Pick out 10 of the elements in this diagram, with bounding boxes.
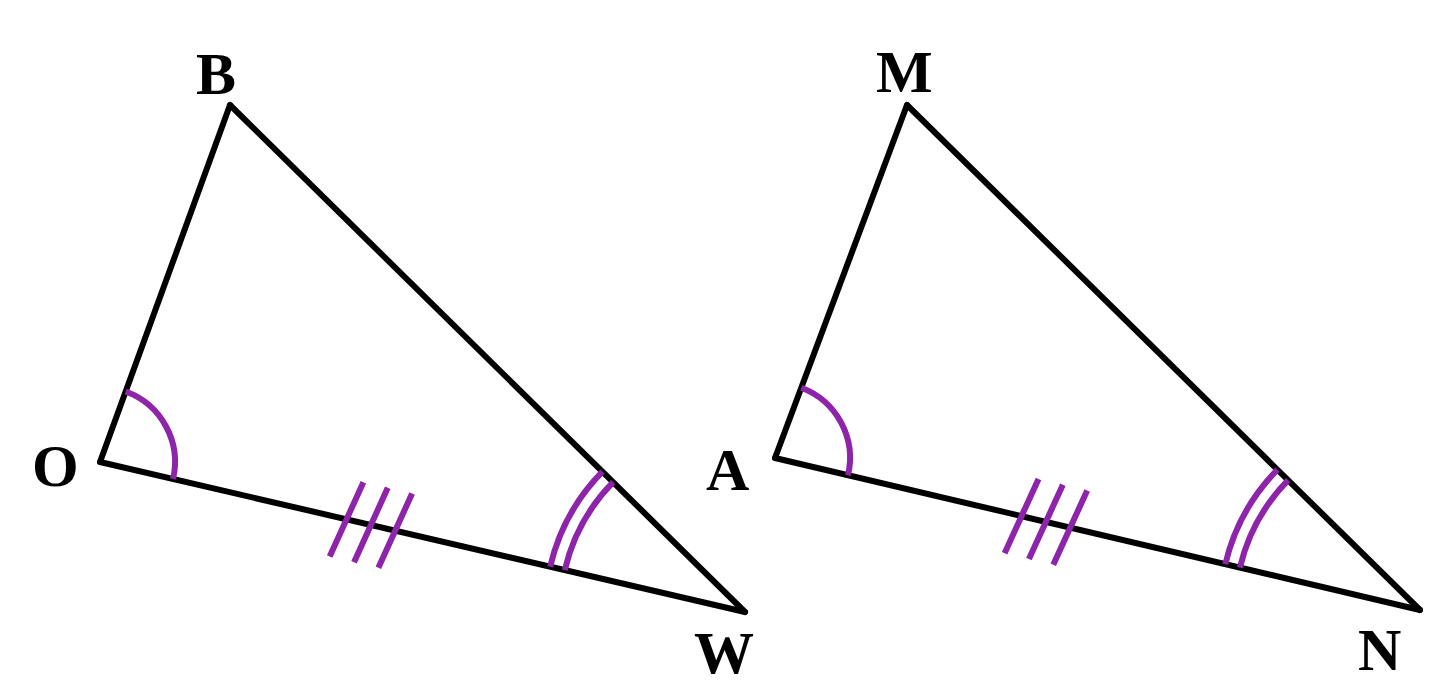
vertex-label: W [692,623,756,683]
vertex-label: A [704,440,752,500]
triangle-side [227,102,748,615]
vertex-label: B [194,44,239,104]
vertex-label: O [30,436,81,496]
vertex-label: N [1356,620,1404,680]
triangle-side [904,102,1423,613]
triangle-side [772,455,1423,613]
triangle-side [97,459,748,615]
vertex-label: M [874,42,935,102]
